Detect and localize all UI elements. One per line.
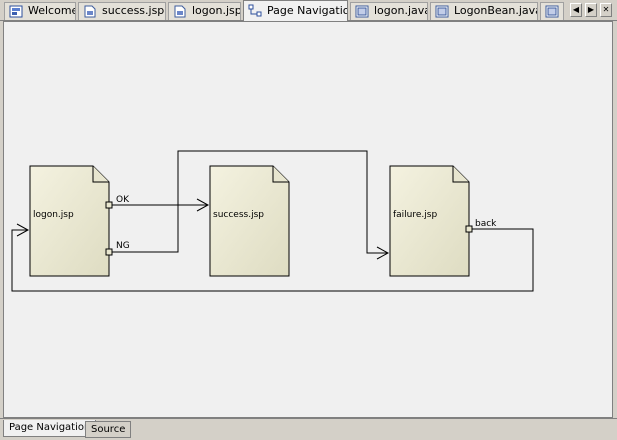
scroll-left-button[interactable]: ◀ xyxy=(570,3,582,17)
outcome-port-ng[interactable] xyxy=(105,248,113,256)
tab-success-jsp[interactable]: success.jsp xyxy=(78,2,166,20)
transition-label: back xyxy=(475,219,497,229)
tab-page-navigation-view[interactable]: Page Navigation xyxy=(3,420,97,437)
page-navigation-icon xyxy=(248,4,262,17)
java-file-icon xyxy=(355,5,369,18)
tab-welcome[interactable]: Welcome xyxy=(4,2,76,20)
tab-label: Page Navigation xyxy=(9,422,91,433)
chevron-left-icon: ◀ xyxy=(572,5,580,14)
welcome-icon xyxy=(9,5,23,18)
java-file-icon xyxy=(435,5,449,18)
transition-label: NG xyxy=(116,241,130,251)
close-icon: ✕ xyxy=(602,5,610,14)
tab-overflow[interactable] xyxy=(540,2,564,20)
tab-label: Welcome xyxy=(28,4,76,17)
tab-label: logon.java xyxy=(374,4,428,17)
navigation-canvas[interactable]: logon.jsp success.jsp failure.jsp OK xyxy=(3,21,613,418)
transition-back[interactable]: back xyxy=(11,219,534,292)
outcome-port-ok[interactable] xyxy=(105,201,113,209)
tab-label: Source xyxy=(91,424,126,435)
page-node-logon[interactable]: logon.jsp xyxy=(29,165,113,277)
view-tab-bar: Page Navigation Source xyxy=(0,418,617,440)
page-label: failure.jsp xyxy=(393,210,437,220)
java-file-icon xyxy=(545,5,559,18)
page-label: success.jsp xyxy=(213,210,264,220)
page-label: logon.jsp xyxy=(33,210,74,220)
tab-label: Page Navigation xyxy=(267,4,348,17)
jsp-file-icon xyxy=(174,5,186,18)
tab-logon-jsp[interactable]: logon.jsp xyxy=(168,2,241,20)
tab-label: logon.jsp xyxy=(192,4,241,17)
navigation-diagram: logon.jsp success.jsp failure.jsp OK xyxy=(11,150,534,292)
tab-logon-java[interactable]: logon.java xyxy=(350,2,428,20)
transition-label: OK xyxy=(116,195,130,205)
chevron-right-icon: ▶ xyxy=(587,5,595,14)
editor-tab-bar: Welcome success.jsp logon.jsp Page Navig… xyxy=(0,0,617,21)
close-tab-button[interactable]: ✕ xyxy=(600,3,612,17)
page-node-failure[interactable]: failure.jsp xyxy=(389,165,473,277)
transition-ng[interactable]: NG xyxy=(112,150,390,260)
tab-label: LogonBean.java xyxy=(454,4,538,17)
tab-logonbean-java[interactable]: LogonBean.java xyxy=(430,2,538,20)
page-node-success[interactable]: success.jsp xyxy=(209,165,290,277)
jsp-file-icon xyxy=(84,5,96,18)
outcome-port-back[interactable] xyxy=(465,225,473,233)
tab-label: success.jsp xyxy=(102,4,165,17)
tab-page-navigation[interactable]: Page Navigation xyxy=(243,0,348,21)
tab-source-view[interactable]: Source xyxy=(85,421,132,438)
transition-ok[interactable]: OK xyxy=(112,195,210,212)
scroll-right-button[interactable]: ▶ xyxy=(585,3,597,17)
